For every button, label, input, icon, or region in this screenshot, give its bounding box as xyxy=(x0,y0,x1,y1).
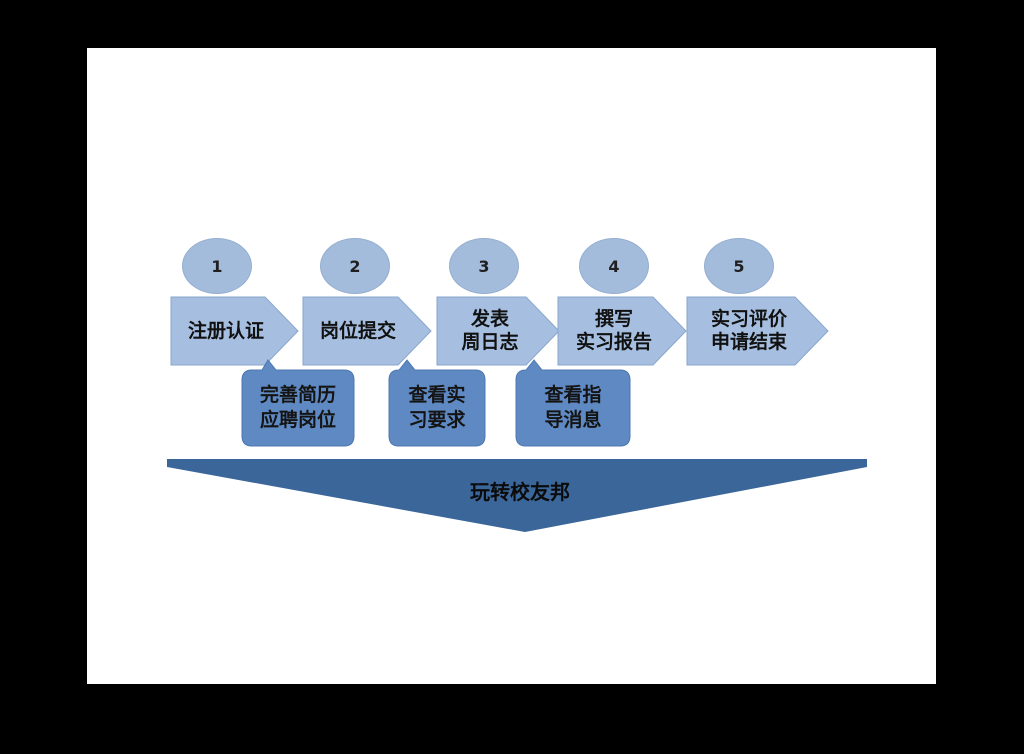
slide xyxy=(87,48,936,684)
callout-3-label: 查看指 导消息 xyxy=(544,384,602,431)
step-5-label: 实习评价 申请结束 xyxy=(710,308,787,353)
callout-2-box xyxy=(388,359,486,447)
step-5-number: 5 xyxy=(704,238,774,294)
step-4-chevron xyxy=(557,296,687,366)
step-3-label: 发表 周日志 xyxy=(461,308,519,353)
callout-1-box xyxy=(241,359,355,447)
step-3-chevron xyxy=(436,296,560,366)
callout-1-label: 完善简历 应聘岗位 xyxy=(259,384,336,431)
step-2-number: 2 xyxy=(320,238,390,294)
banner-label: 玩转校友邦 xyxy=(470,479,570,504)
callout-2-label: 查看实 习要求 xyxy=(408,384,466,431)
step-1-chevron xyxy=(170,296,299,366)
banner-arrow xyxy=(167,459,867,532)
callout-3-box xyxy=(515,359,631,447)
step-4-label: 撰写 实习报告 xyxy=(575,308,652,353)
step-4-number: 4 xyxy=(579,238,649,294)
step-3-number: 3 xyxy=(449,238,519,294)
step-1-label: 注册认证 xyxy=(187,319,264,342)
step-5-chevron xyxy=(686,296,829,366)
step-2-chevron xyxy=(302,296,432,366)
step-1-number: 1 xyxy=(182,238,252,294)
step-2-label: 岗位提交 xyxy=(319,319,396,342)
